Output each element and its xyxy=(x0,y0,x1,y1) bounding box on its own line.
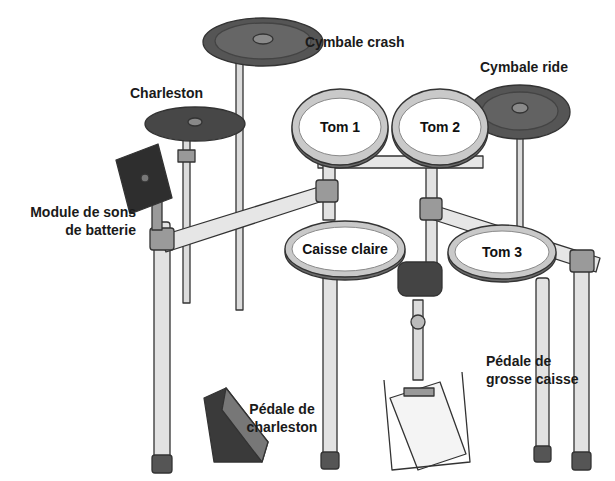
part-name: Cymbale crash xyxy=(305,33,425,51)
rack-leg xyxy=(323,268,337,456)
rack-foot xyxy=(152,455,172,473)
pad-label: Caisse claire xyxy=(302,241,388,258)
kick-pedal-hinge xyxy=(404,388,434,396)
pad-label: Tom 2 xyxy=(420,119,460,136)
pad-rim xyxy=(285,221,405,277)
pad-label: Tom 1 xyxy=(320,119,360,136)
drum-pad: Tom 2 xyxy=(390,86,490,168)
drum-pad: Tom 3 xyxy=(446,222,558,282)
part-name: Module de sons de batterie xyxy=(14,203,136,239)
kick-beater xyxy=(411,315,425,329)
rack-clamp xyxy=(420,198,442,220)
pad-rim xyxy=(292,89,388,165)
part-name: Charleston xyxy=(130,84,225,102)
part-name: Pédale de grosse caisse xyxy=(486,352,591,388)
rack-clamp xyxy=(316,180,338,202)
rack-clamp xyxy=(570,250,594,272)
kick-pedal-frame xyxy=(384,372,470,470)
part-name: Pédale de charleston xyxy=(238,400,326,436)
kick-pad xyxy=(398,262,442,296)
rack-leg xyxy=(574,262,589,457)
part-name: Cymbale ride xyxy=(480,58,595,76)
rack-foot xyxy=(572,452,591,470)
hihat-bell xyxy=(188,118,202,126)
pad-rim xyxy=(448,225,556,279)
crash-groove xyxy=(215,23,311,59)
pad-label: Tom 3 xyxy=(482,244,522,261)
sound-module xyxy=(116,144,172,214)
kick-footboard xyxy=(390,382,466,470)
pad-head xyxy=(399,98,481,156)
pad-head xyxy=(299,98,381,156)
pad-head xyxy=(455,231,549,273)
ride-groove xyxy=(482,92,558,130)
rack-leg xyxy=(154,222,170,460)
ride-bell xyxy=(512,103,528,113)
pad-rim xyxy=(392,89,488,165)
drum-pad: Caisse claire xyxy=(283,218,407,280)
crash-stand xyxy=(236,48,243,310)
pad-head xyxy=(292,227,398,271)
kick-pedal-post xyxy=(413,300,423,380)
crash-bell xyxy=(253,34,273,44)
hihat-clamp xyxy=(178,150,195,162)
rack-clamp xyxy=(150,228,174,250)
module-knob xyxy=(141,174,149,182)
hihat-cymbal xyxy=(145,107,245,141)
rack-foot xyxy=(534,446,551,462)
rack-foot xyxy=(321,452,339,469)
drum-pad: Tom 1 xyxy=(290,86,390,168)
